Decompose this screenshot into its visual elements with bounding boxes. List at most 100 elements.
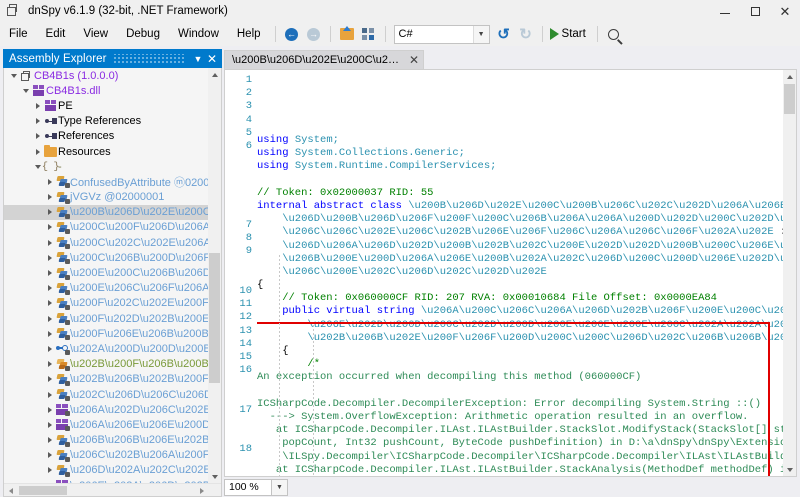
tree-node[interactable]: \u200F\u206E\u206B\u200B\u202B\	[4, 326, 221, 341]
tree-node[interactable]: \u206C\u202B\u206A\u200F\u202C	[4, 448, 221, 463]
language-select[interactable]: C# ▼	[393, 24, 490, 44]
tree-node[interactable]: { }-	[4, 159, 221, 174]
tree-node[interactable]: \u200F\u202D\u202B\u200E\u200F\	[4, 311, 221, 326]
tree-node[interactable]: References	[4, 129, 221, 144]
menu-file[interactable]: File	[9, 28, 28, 40]
maximize-button[interactable]	[740, 0, 770, 22]
tree-node[interactable]: Resources	[4, 144, 221, 159]
search-icon[interactable]	[603, 24, 625, 45]
chevron-down-icon[interactable]: ▼	[193, 53, 203, 64]
tree-node[interactable]: PE	[4, 98, 221, 113]
editor-vertical-scrollbar[interactable]	[783, 70, 796, 476]
code-line[interactable]: An exception occurred when decompiling t…	[257, 371, 796, 384]
tree-node[interactable]: \u206A\u202D\u206C\u202B\u206F	[4, 402, 221, 417]
open-folder-icon[interactable]	[336, 24, 358, 45]
code-line[interactable]: ICSharpCode.Decompiler.DecompilerExcepti…	[257, 398, 796, 411]
code-line[interactable]: using System.Collections.Generic;	[257, 147, 796, 160]
tab-decompiled-class[interactable]: \u200B\u206D\u202E\u200C\u200B\u206... ✕	[224, 50, 424, 69]
code-line[interactable]: using System.Runtime.CompilerServices;	[257, 160, 796, 173]
scroll-up-icon[interactable]	[208, 68, 221, 81]
chevron-right-icon[interactable]	[44, 315, 55, 322]
zoom-dropdown-icon[interactable]: ▼	[272, 478, 288, 496]
chevron-right-icon[interactable]	[44, 270, 55, 277]
tree-node[interactable]: \u206A\u206E\u206E\u200D\u206C	[4, 417, 221, 432]
tree-horizontal-scrollbar[interactable]	[4, 483, 221, 496]
chevron-right-icon[interactable]	[44, 391, 55, 398]
chevron-right-icon[interactable]	[44, 376, 55, 383]
menu-edit[interactable]: Edit	[45, 28, 66, 40]
back-button[interactable]: ←	[285, 27, 299, 41]
tree-node[interactable]: \u206D\u202A\u202C\u202E\u200F	[4, 463, 221, 478]
tree-node[interactable]: CB4B1s (1.0.0.0)	[4, 68, 221, 83]
chevron-right-icon[interactable]	[44, 254, 55, 261]
chevron-right-icon[interactable]	[44, 421, 55, 428]
code-content[interactable]: using System;using System.Collections.Ge…	[257, 70, 796, 476]
code-line[interactable]: internal abstract class \u200B\u206D\u20…	[257, 200, 796, 213]
close-icon[interactable]: ✕	[206, 51, 218, 66]
code-line[interactable]: // Token: 0x02000037 RID: 55	[257, 187, 796, 200]
chevron-right-icon[interactable]	[44, 239, 55, 246]
chevron-right-icon[interactable]	[44, 406, 55, 413]
chevron-right-icon[interactable]	[32, 148, 43, 155]
code-line[interactable]: \u206B\u200E\u200D\u206A\u206E\u200B\u20…	[257, 253, 796, 266]
chevron-right-icon[interactable]	[44, 194, 55, 201]
tree-node[interactable]: \u206E\u202A\u206D\u202B\u206E\	[4, 478, 221, 483]
tree-node[interactable]: \u206B\u206B\u206E\u202B\u200C\	[4, 433, 221, 448]
chevron-right-icon[interactable]	[44, 330, 55, 337]
code-line[interactable]	[257, 385, 796, 398]
chevron-right-icon[interactable]	[44, 300, 55, 307]
tree-node[interactable]: \u200E\u200C\u206B\u206D\u202D	[4, 265, 221, 280]
chevron-down-icon[interactable]: ▼	[472, 25, 489, 43]
tree-node[interactable]: \u202B\u200F\u206B\u200B\u202C\	[4, 357, 221, 372]
code-line[interactable]: using System;	[257, 134, 796, 147]
tree-node[interactable]: \u200B\u206D\u202E\u200C\u200B	[4, 204, 221, 220]
code-line[interactable]: public virtual string \u206A\u200C\u206C…	[257, 305, 796, 318]
tree-node[interactable]: ConfusedByAttribute ⓜ02000064	[4, 174, 221, 189]
tree-node[interactable]: \u200C\u206B\u200D\u206F\u200D	[4, 250, 221, 265]
chevron-right-icon[interactable]	[44, 224, 55, 231]
code-line[interactable]: /*	[257, 358, 796, 371]
code-line[interactable]: \u206C\u200E\u202C\u206D\u202C\u202D\u20…	[257, 266, 796, 279]
chevron-down-icon[interactable]	[8, 73, 19, 78]
tree-node[interactable]: CB4B1s.dll	[4, 83, 221, 98]
tree-node[interactable]: \u202B\u206B\u202B\u200F\u200E\	[4, 372, 221, 387]
code-line[interactable]: \u206E\u202D\u200D\u200C\u202D\u200D\u20…	[257, 319, 796, 332]
chevron-right-icon[interactable]	[44, 437, 55, 444]
editor-scroll-up-icon[interactable]	[783, 70, 796, 83]
tree-vertical-scrollbar[interactable]	[208, 68, 221, 470]
scroll-left-icon[interactable]	[4, 484, 17, 496]
code-line[interactable]: at ICSharpCode.Decompiler.ILAst.ILAstBui…	[257, 424, 796, 437]
chevron-right-icon[interactable]	[44, 178, 55, 185]
zoom-level-value[interactable]: 100 %	[224, 478, 272, 496]
tree-scroll-thumb[interactable]	[209, 253, 220, 383]
code-line[interactable]: \u206D\u206A\u206D\u202D\u200B\u202B\u20…	[257, 240, 796, 253]
code-line[interactable]: at ICSharpCode.Decompiler.ILAst.ILAstBui…	[257, 464, 796, 476]
window-layout-icon[interactable]	[358, 24, 380, 45]
tab-close-icon[interactable]: ✕	[408, 53, 419, 67]
tree-node[interactable]: \u200E\u206C\u206F\u206A\u200D	[4, 281, 221, 296]
tree-node[interactable]: \u202C\u206D\u206C\u206D\u200E	[4, 387, 221, 402]
menu-help[interactable]: Help	[236, 28, 261, 40]
chevron-down-icon[interactable]	[20, 88, 31, 93]
tree-node[interactable]: \u200C\u200F\u206D\u206A\u206D	[4, 220, 221, 235]
code-line[interactable]: \u206C\u206C\u202E\u206C\u202B\u206E\u20…	[257, 226, 796, 239]
close-button[interactable]: ✕	[779, 3, 791, 19]
chevron-right-icon[interactable]	[44, 345, 55, 352]
menu-window[interactable]: Window	[177, 28, 219, 40]
drag-handle[interactable]	[112, 53, 184, 64]
code-line[interactable]: \u206D\u200B\u206D\u206F\u200F\u200C\u20…	[257, 213, 796, 226]
editor-scroll-thumb[interactable]	[784, 84, 795, 114]
code-line[interactable]: {	[257, 279, 796, 292]
chevron-right-icon[interactable]	[32, 102, 43, 109]
code-editor[interactable]: 1234567891011121314151617181920 using Sy…	[224, 69, 797, 477]
code-line[interactable]: \u202B\u206B\u202E\u200F\u206F\u200D\u20…	[257, 332, 796, 345]
tree-node[interactable]: jVGVz @02000001	[4, 190, 221, 205]
chevron-right-icon[interactable]	[44, 361, 55, 368]
tree-node[interactable]: \u202A\u200D\u200D\u200B\u206D	[4, 341, 221, 356]
tree-node[interactable]: Type References	[4, 114, 221, 129]
start-button[interactable]: Start	[548, 24, 592, 45]
menu-debug[interactable]: Debug	[126, 28, 160, 40]
chevron-right-icon[interactable]	[44, 452, 55, 459]
code-line[interactable]: // Token: 0x060000CF RID: 207 RVA: 0x000…	[257, 292, 796, 305]
